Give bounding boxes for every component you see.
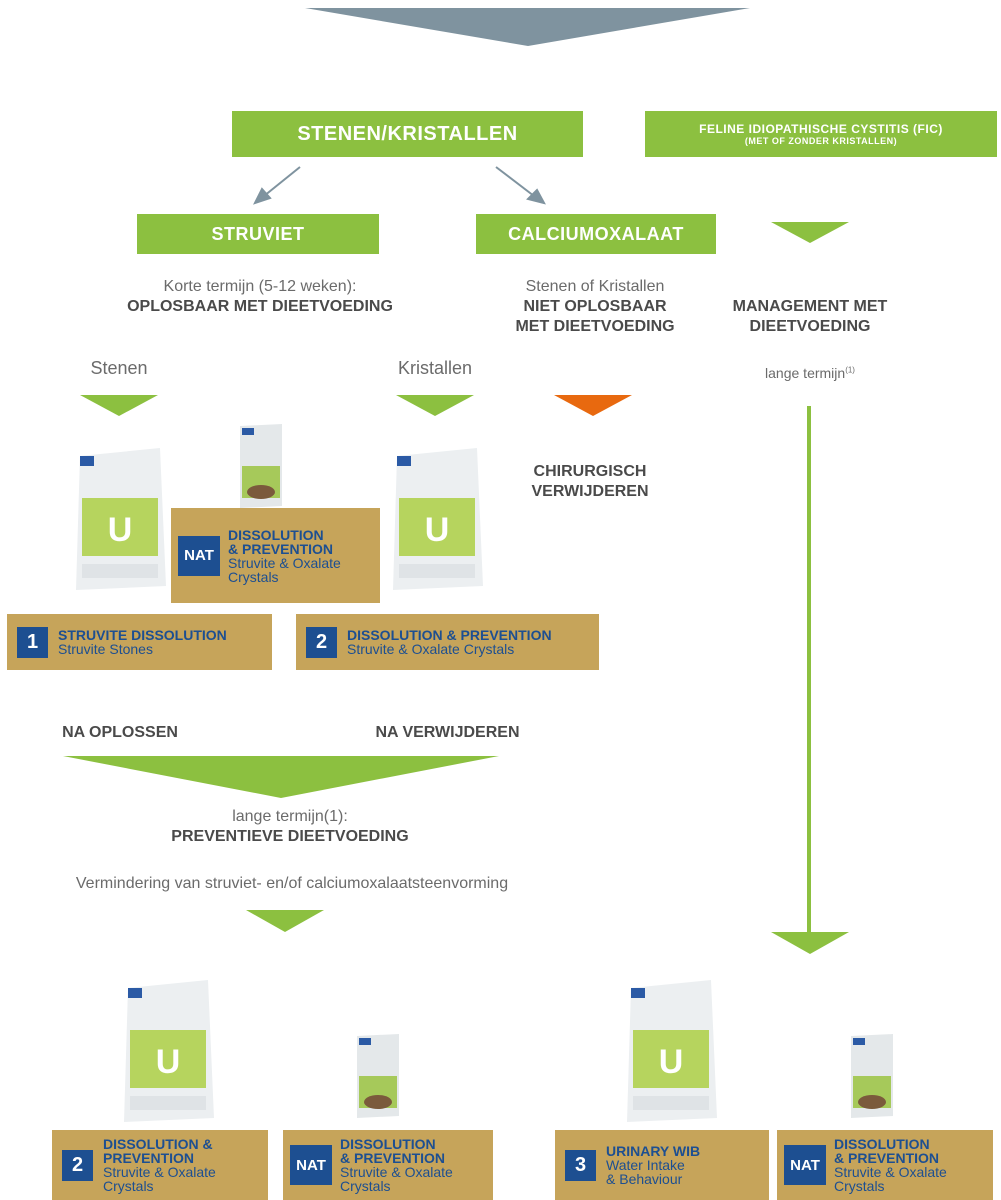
management-description: MANAGEMENT MET DIEETVOEDING — [700, 297, 920, 337]
bag-bottom-1: U — [124, 980, 214, 1122]
bottom-dissolution-title-a: DISSOLUTION & — [103, 1136, 213, 1152]
surgery-arrow — [554, 395, 632, 416]
nat-title-1b: & PREVENTION — [228, 540, 334, 557]
product-struvite-dissolution: 1 STRUVITE DISSOLUTION Struvite Stones — [7, 614, 272, 670]
kristallen-label: Kristallen — [397, 358, 473, 378]
chirurgisch-line2: VERWIJDEREN — [531, 483, 649, 500]
calc-not-dissolvable: NIET OPLOSBAAR — [523, 298, 667, 315]
lange-termijn-text: lange termijn — [765, 365, 846, 381]
struvite-dissolution-title: STRUVITE DISSOLUTION — [58, 627, 227, 643]
preventief-term: lange termijn(1): — [232, 808, 348, 825]
bag-letter-2: U — [425, 511, 450, 549]
badge-2: 2 — [306, 626, 337, 658]
badge-bottom-2: 2 — [62, 1149, 93, 1181]
product-dissolution-prevention: 2 DISSOLUTION & PREVENTION Struvite & Ox… — [296, 614, 599, 670]
calciumoxalaat-label: CALCIUMOXALAAT — [508, 223, 684, 244]
struviet-dissolvable: OPLOSBAAR MET DIEETVOEDING — [127, 298, 393, 315]
product-bottom-dissolution: 2 DISSOLUTION & PREVENTION Struvite & Ox… — [52, 1130, 268, 1200]
urinary-wib-sub-a: Water Intake — [606, 1157, 685, 1173]
pouch-nat-top — [240, 424, 282, 508]
nat-sub-1a: Struvite & Oxalate — [228, 554, 341, 571]
struviet-description: Korte termijn (5-12 weken): OPLOSBAAR ME… — [60, 277, 460, 317]
struviet-box: STRUVIET — [137, 214, 379, 254]
nat-badge-2: NAT — [290, 1145, 332, 1185]
nat-title-3b: & PREVENTION — [834, 1150, 940, 1166]
prevention-arrow — [246, 910, 324, 932]
management-line1: MANAGEMENT MET — [732, 298, 888, 315]
nat-sub-3b: Crystals — [834, 1178, 885, 1194]
product-nat-top: NAT DISSOLUTION & PREVENTION Struvite & … — [171, 508, 380, 603]
nat-sub-3a: Struvite & Oxalate — [834, 1164, 947, 1180]
nat-title-2a: DISSOLUTION — [340, 1136, 436, 1152]
nat-title-1a: DISSOLUTION — [228, 526, 324, 543]
arrow-to-calciumoxalaat — [495, 166, 546, 205]
vermindering-text: Vermindering van struviet- en/of calcium… — [75, 875, 509, 892]
management-line2: DIEETVOEDING — [749, 318, 871, 335]
calc-with-diet: MET DIEETVOEDING — [515, 318, 675, 335]
calciumoxalaat-box: CALCIUMOXALAAT — [476, 214, 716, 254]
nat-title-2b: & PREVENTION — [340, 1150, 446, 1166]
pouch-bottom-1 — [357, 1034, 399, 1118]
pouch-bottom-2 — [851, 1034, 893, 1118]
na-verwijderen: NA VERWIJDEREN — [375, 724, 520, 741]
nat-badge-3: NAT — [784, 1145, 826, 1185]
fic-arrow — [771, 222, 849, 243]
stenen-arrow — [80, 395, 158, 416]
nat-badge-1: NAT — [178, 535, 220, 576]
kristallen-arrow — [396, 395, 474, 416]
product-bottom-nat-1: NAT DISSOLUTION & PREVENTION Struvite & … — [283, 1130, 493, 1200]
fic-label: FELINE IDIOPATHISCHE CYSTITIS (FIC) — [699, 121, 943, 136]
bag-struvite-dissolution: U — [76, 448, 166, 590]
bottom-dissolution-sub-a: Struvite & Oxalate — [103, 1164, 216, 1180]
nat-sub-2b: Crystals — [340, 1178, 391, 1194]
chirurgisch-label: CHIRURGISCH VERWIJDEREN — [500, 462, 680, 502]
urinary-wib-title: URINARY WIB — [606, 1143, 701, 1159]
preventief-description: lange termijn(1): PREVENTIEVE DIEETVOEDI… — [90, 807, 490, 847]
stenen-label: Stenen — [90, 358, 148, 378]
lange-termijn-fic: lange termijn(1) — [700, 365, 920, 381]
preventief-title: PREVENTIEVE DIEETVOEDING — [171, 828, 409, 845]
struvite-dissolution-sub: Struvite Stones — [58, 641, 153, 657]
fic-box: FELINE IDIOPATHISCHE CYSTITIS (FIC) (MET… — [645, 111, 997, 157]
stenen-kristallen-box: STENEN/KRISTALLEN — [232, 111, 583, 157]
product-bottom-nat-2: NAT DISSOLUTION & PREVENTION Struvite & … — [777, 1130, 993, 1200]
dissolution-prevention-title: DISSOLUTION & PREVENTION — [347, 627, 552, 643]
badge-3: 3 — [565, 1149, 596, 1181]
struviet-label: STRUVIET — [211, 223, 305, 244]
nat-sub-2a: Struvite & Oxalate — [340, 1164, 453, 1180]
arrow-to-struviet — [253, 166, 301, 205]
na-oplossen: NA OPLOSSEN — [62, 724, 178, 741]
bag-bottom-urinary: U — [627, 980, 717, 1122]
calc-description: Stenen of Kristallen NIET OPLOSBAAR MET … — [480, 277, 710, 337]
lange-termijn-footnote: (1) — [845, 365, 855, 375]
badge-1: 1 — [17, 626, 48, 658]
nat-sub-1b: Crystals — [228, 568, 279, 585]
product-urinary-wib: 3 URINARY WIB Water Intake & Behaviour — [555, 1130, 769, 1200]
bag-letter-3: U — [156, 1043, 181, 1081]
bag-letter-4: U — [659, 1043, 684, 1081]
calc-stones-crystals: Stenen of Kristallen — [525, 278, 665, 295]
fic-sublabel: (MET OF ZONDER KRISTALLEN) — [744, 135, 898, 146]
bag-letter-1: U — [108, 511, 133, 549]
fic-bottom-arrow — [771, 932, 849, 954]
dissolution-prevention-sub: Struvite & Oxalate Crystals — [347, 641, 515, 657]
bag-dissolution-crystals: U — [393, 448, 483, 590]
top-arrow — [305, 8, 750, 46]
stenen-kristallen-label: STENEN/KRISTALLEN — [297, 122, 518, 145]
merge-arrow — [63, 756, 499, 798]
urinary-wib-sub-b: & Behaviour — [606, 1171, 683, 1187]
bottom-dissolution-title-b: PREVENTION — [103, 1150, 195, 1166]
chirurgisch-line1: CHIRURGISCH — [533, 463, 647, 480]
bottom-dissolution-sub-b: Crystals — [103, 1178, 154, 1194]
nat-title-3a: DISSOLUTION — [834, 1136, 930, 1152]
struviet-term: Korte termijn (5-12 weken): — [163, 278, 357, 295]
fic-long-line — [807, 406, 811, 934]
